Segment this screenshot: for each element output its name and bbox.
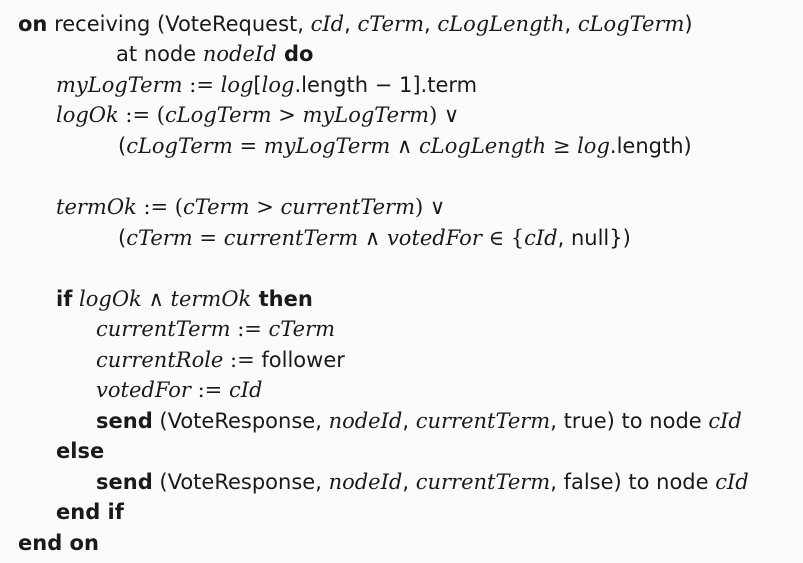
var-currentTerm: currentTerm [96,317,231,341]
var-cLogTerm: cLogTerm [577,12,685,36]
var-cTerm: cTerm [357,12,425,36]
var-cLogTerm: cLogTerm [164,103,272,127]
var-cTerm: cTerm [182,195,250,219]
var-currentTerm: currentTerm [280,195,415,219]
operator: := [190,378,229,402]
text: ( [118,226,127,250]
var-cId: cId [310,12,345,36]
operator: ) ∨ [429,103,460,127]
var-logOk: logOk [56,103,119,127]
keyword-end-on: end on [18,531,99,555]
var-cId: cId [715,470,749,494]
text: , [564,12,578,36]
var-nodeId: nodeId [202,42,277,66]
operator: ) ∨ [414,195,446,219]
var-myLogTerm: myLogTerm [263,134,391,158]
keyword-send: send [96,470,153,494]
code-line-set-votedfor: votedFor := cId [96,376,262,404]
var-votedFor: votedFor [96,378,191,402]
operator: := ( [118,103,165,127]
var-cTerm: cTerm [268,317,336,341]
var-log: log [577,134,610,158]
text: follower [261,348,345,372]
keyword-on: on [18,12,48,36]
var-cTerm: cTerm [126,226,193,250]
var-cLogLength: cLogLength [419,134,547,158]
code-line-set-currentrole: currentRole := follower [96,346,345,374]
var-currentTerm: currentTerm [415,470,551,494]
operator: ∈ { [481,226,525,250]
code-line-mylogterm: myLogTerm := log[log.length − 1].term [56,71,477,99]
code-line-termok-cont: (cTerm = currentTerm ∧ votedFor ∈ {cId, … [118,224,631,252]
text: .length − 1].term [294,73,478,97]
operator: > [271,103,303,127]
code-line-end-on: end on [18,529,99,557]
text: , [402,470,416,494]
operator: > [249,195,281,219]
keyword-do: do [276,42,314,66]
text: at node [116,42,203,66]
text: [ [253,73,262,97]
var-cId: cId [708,409,742,433]
operator: := ( [136,195,183,219]
text: (VoteResponse, [152,470,329,494]
code-line-send-true: send (VoteResponse, nodeId, currentTerm,… [96,407,742,435]
code-line-end-if: end if [56,498,124,526]
keyword-then: then [251,287,313,311]
operator: := [182,73,221,97]
code-line-send-false: send (VoteResponse, nodeId, currentTerm,… [96,468,749,496]
operator: = [192,226,224,250]
var-currentRole: currentRole [96,348,224,372]
keyword-else: else [56,439,105,463]
var-logOk: logOk [79,287,142,311]
code-line-set-currentterm: currentTerm := cTerm [96,315,335,343]
text: .length) [609,134,692,158]
code-line-else: else [56,437,104,465]
var-votedFor: votedFor [386,226,482,250]
keyword-if: if [56,287,73,311]
text: receiving (VoteRequest, [47,12,311,36]
text: , false) to node [550,470,716,494]
code-line-if: if logOk ∧ termOk then [56,285,313,313]
var-cLogLength: cLogLength [437,12,565,36]
operator: = [232,134,264,158]
var-termOk: termOk [56,195,137,219]
operator: := [223,348,262,372]
text: , [402,409,416,433]
operator: ∧ [390,134,420,158]
keyword-send: send [96,409,153,433]
var-cId: cId [524,226,558,250]
var-log: log [261,73,295,97]
code-line-logok: logOk := (cLogTerm > myLogTerm) ∨ [56,101,459,129]
var-cLogTerm: cLogTerm [126,134,233,158]
var-nodeId: nodeId [328,470,403,494]
text: , true) to node [550,409,709,433]
text: , null}) [557,226,631,250]
var-currentTerm: currentTerm [223,226,359,250]
var-termOk: termOk [170,287,252,311]
var-nodeId: nodeId [328,409,403,433]
code-line-at-node: at node nodeId do [116,40,313,68]
var-currentTerm: currentTerm [415,409,551,433]
var-cId: cId [228,378,263,402]
operator: ≥ [546,134,578,158]
operator: := [230,317,269,341]
code-line-on-receiving: on receiving (VoteRequest, cId, cTerm, c… [18,10,693,38]
keyword-end-if: end if [56,500,124,524]
text: (VoteResponse, [152,409,329,433]
var-log: log [220,73,254,97]
code-line-termok: termOk := (cTerm > currentTerm) ∨ [56,193,445,221]
text: ( [118,134,127,158]
var-myLogTerm: myLogTerm [56,73,183,97]
var-myLogTerm: myLogTerm [302,103,430,127]
operator: ∧ [141,287,171,311]
text: , [344,12,358,36]
operator: ∧ [358,226,387,250]
text: ) [684,12,693,36]
code-line-logok-cont: (cLogTerm = myLogTerm ∧ cLogLength ≥ log… [118,132,692,160]
text: , [424,12,438,36]
